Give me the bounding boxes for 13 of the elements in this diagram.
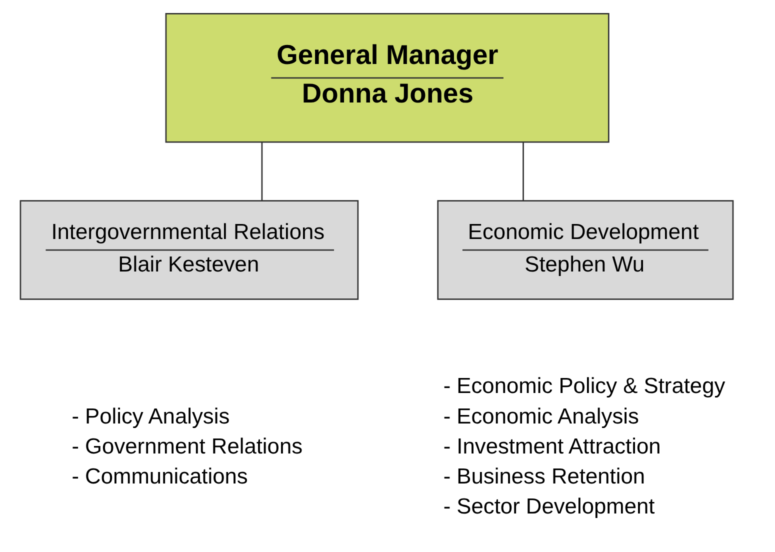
node-label: - Sector Development bbox=[442, 493, 654, 518]
connector bbox=[522, 142, 524, 201]
node-box: Economic Development Stephen Wu bbox=[436, 200, 734, 300]
node-label: - Economic Policy & Strategy bbox=[442, 373, 725, 398]
node-box: Intergovernmental Relations Blair Kesteven bbox=[19, 200, 358, 300]
connector bbox=[260, 142, 262, 201]
node-label: - Business Retention bbox=[442, 463, 645, 488]
node-label: - Government Relations bbox=[71, 433, 302, 458]
node-label: - Economic Analysis bbox=[442, 403, 638, 428]
node-label: - Policy Analysis bbox=[71, 403, 230, 428]
node-box: General Manager Donna Jones bbox=[164, 12, 609, 143]
node-label: - Communications bbox=[71, 463, 248, 488]
node-label: - Investment Attraction bbox=[442, 433, 660, 458]
